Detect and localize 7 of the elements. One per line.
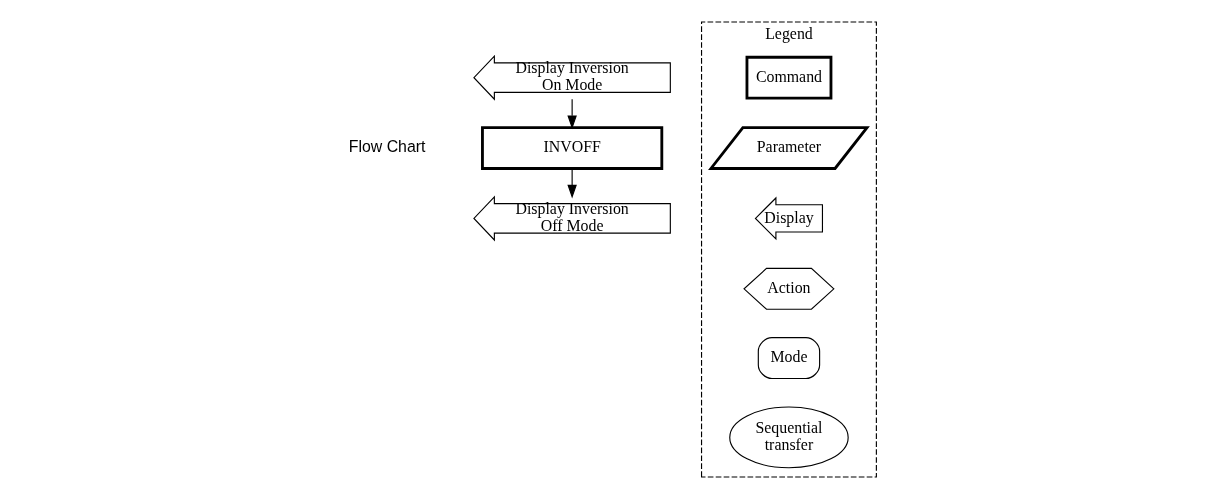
node-box: Command: [745, 55, 832, 100]
node-ellipse: Sequential transfer: [728, 406, 849, 469]
node-box: Mode: [757, 337, 820, 380]
node-box: INVOFF: [480, 126, 663, 170]
arrow: [566, 167, 577, 199]
label: Flow Chart: [348, 138, 425, 156]
arrow: [566, 98, 577, 130]
